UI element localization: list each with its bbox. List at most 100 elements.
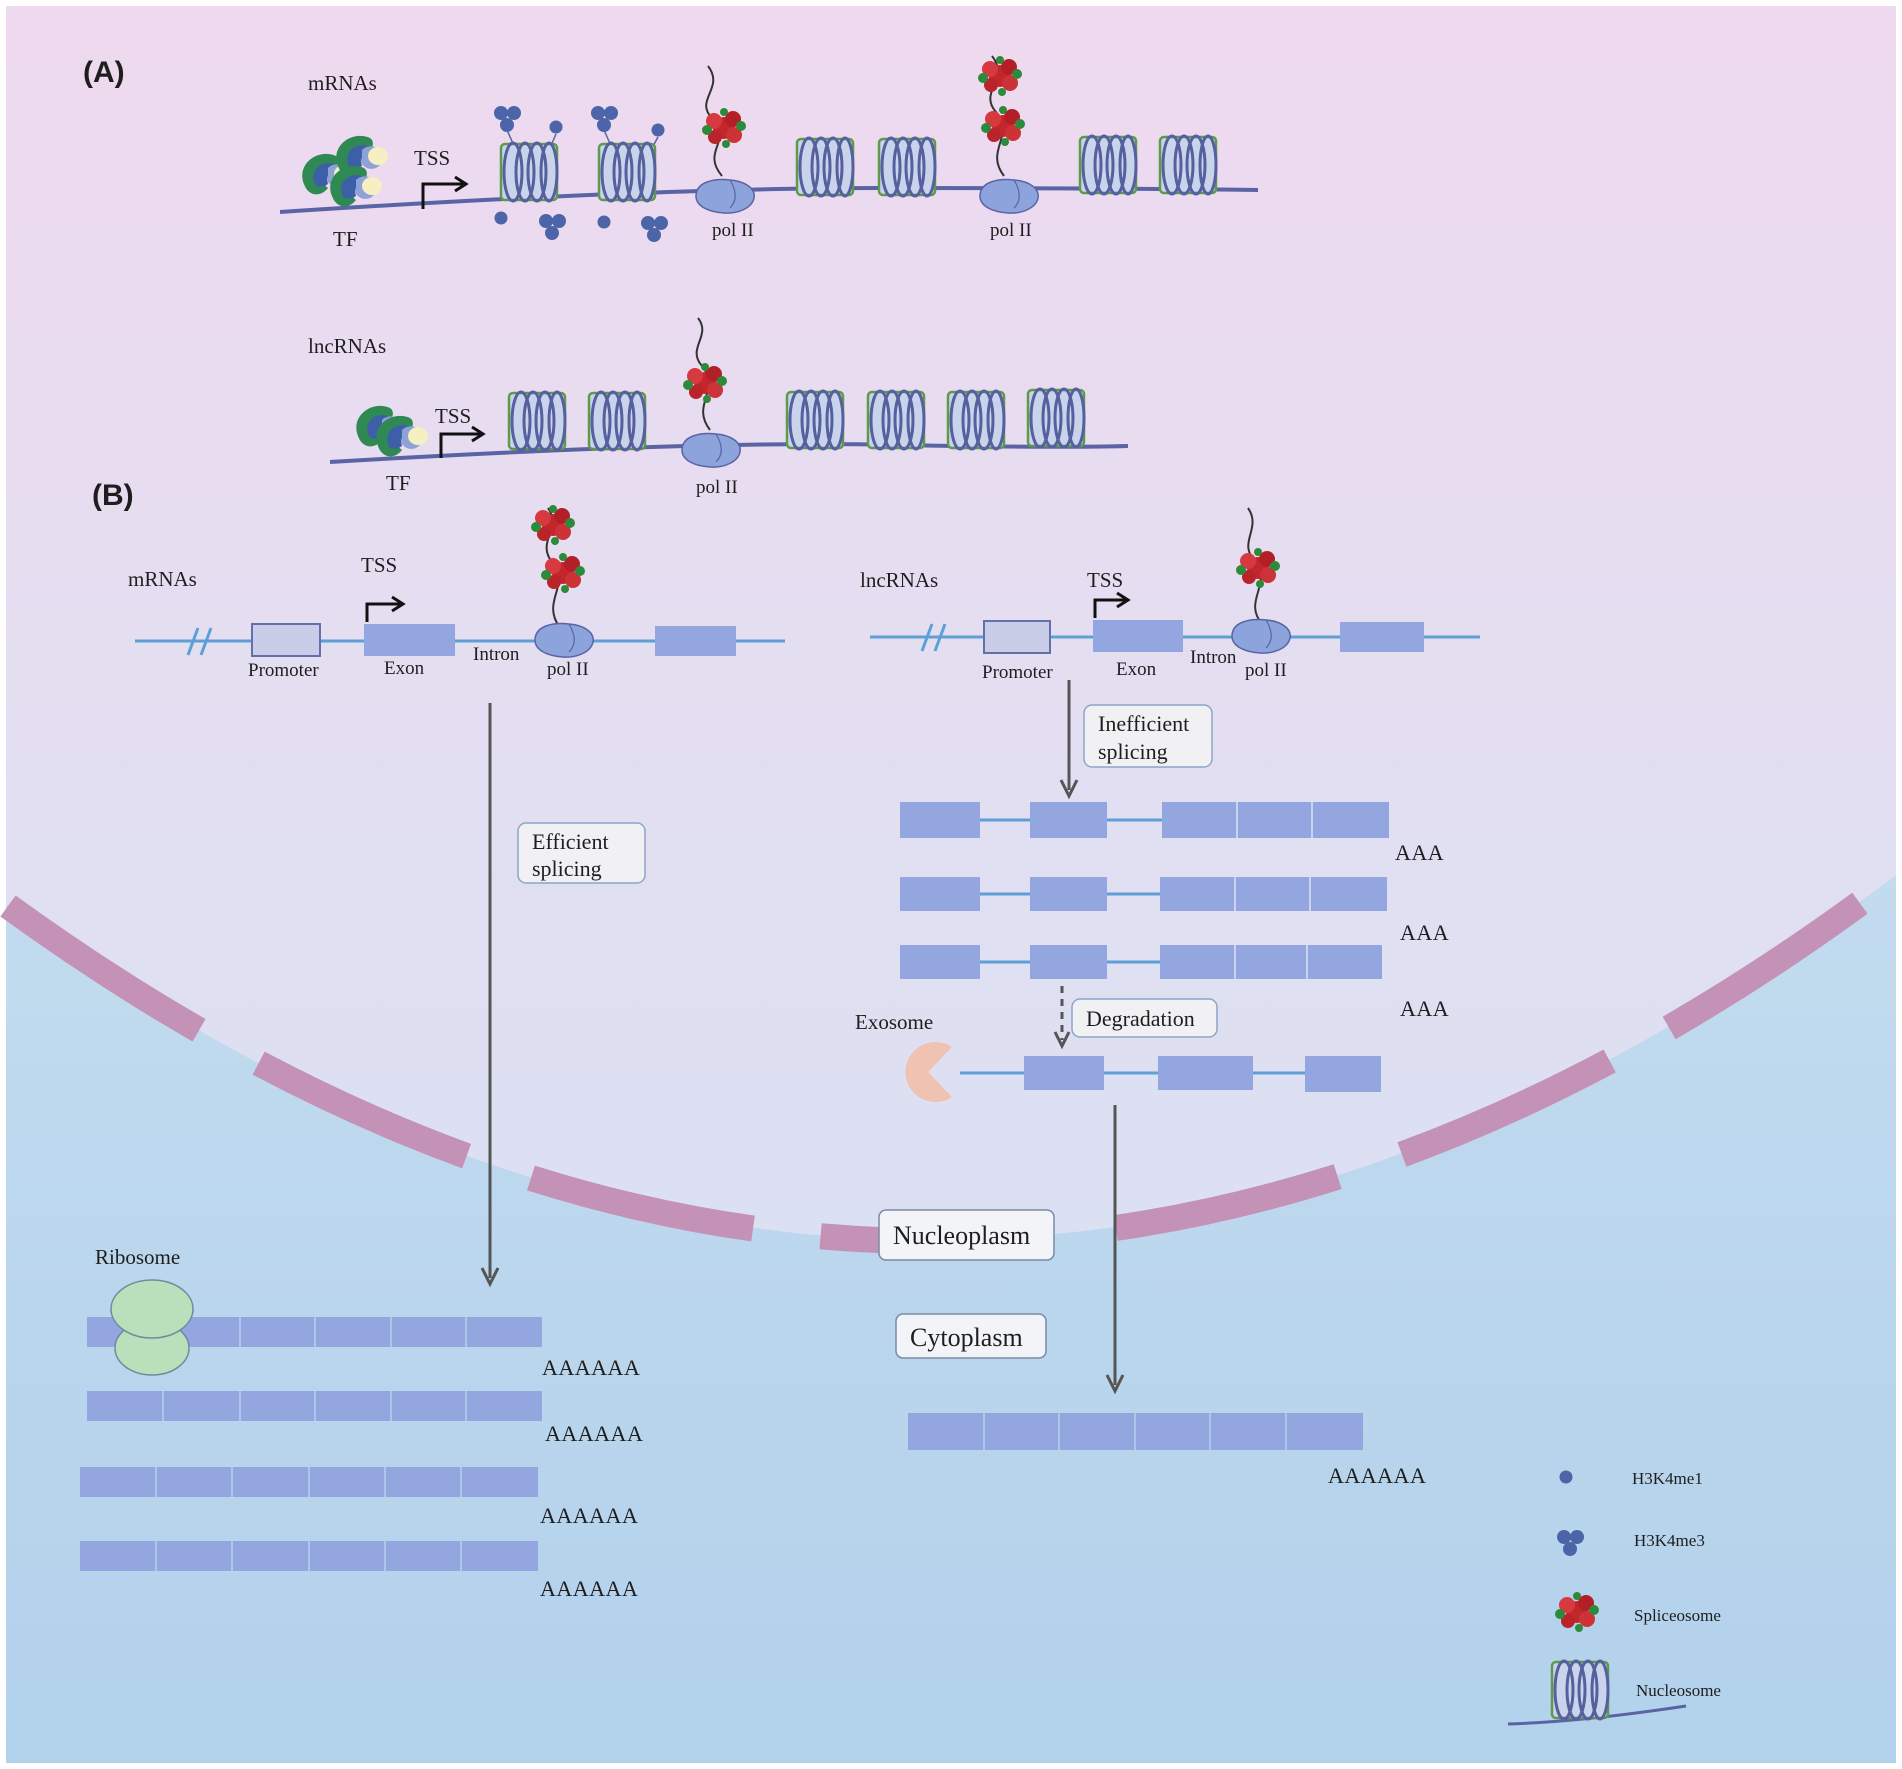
degrading-transcript xyxy=(960,1056,1381,1092)
pol-ii-icon xyxy=(534,622,594,658)
polya-tail-long: AAAAAA xyxy=(1328,1463,1426,1488)
efficient-splicing-box: Efficient splicing xyxy=(517,822,646,884)
efficient-splicing-line1: Efficient xyxy=(532,829,609,854)
tss-arrow-icon xyxy=(365,602,400,622)
inefficient-splicing-box: Inefficient splicing xyxy=(1083,704,1213,768)
tss-arrowhead-icon xyxy=(391,595,406,613)
nucleosome-icon xyxy=(597,141,657,203)
intron-label: Intron xyxy=(473,644,520,665)
h3k4me1-mark xyxy=(651,123,665,137)
tss-arrow-icon xyxy=(1093,598,1125,618)
inefficient-splicing-line2: splicing xyxy=(1098,739,1168,764)
ribosome-label: Ribosome xyxy=(95,1245,180,1269)
legend-nucleosome: Nucleosome xyxy=(1636,1681,1721,1700)
mrna-transcript: AAAAAA xyxy=(80,1541,638,1601)
tss-arrowhead-icon xyxy=(1116,591,1131,609)
nucleosome-icon xyxy=(1026,387,1086,449)
break-mark-icon xyxy=(186,627,200,656)
polya-tail-long: AAAAAA xyxy=(542,1355,640,1380)
tss-label: TSS xyxy=(1087,568,1123,592)
panel-a-mrna: mRNAs TF TSS xyxy=(279,55,1259,251)
nucleoplasm-box: Nucleoplasm xyxy=(878,1209,1055,1261)
arrowhead-icon xyxy=(1053,1031,1071,1050)
exon-box xyxy=(364,624,455,656)
polya-tail-long: AAAAAA xyxy=(540,1576,638,1601)
panel-b-lncrna-gene: lncRNAs Promoter Exon TSS Intron pol II xyxy=(860,507,1480,683)
nucleosome-legend-icon xyxy=(1550,1659,1610,1721)
exosome-icon xyxy=(905,1042,952,1103)
exosome-label: Exosome xyxy=(855,1010,933,1034)
legend-h3k4me1: H3K4me1 xyxy=(1632,1469,1703,1488)
tss-arrow-icon xyxy=(439,432,480,458)
tss-label: TSS xyxy=(414,146,450,170)
efficient-splicing-line2: splicing xyxy=(532,856,602,881)
break-mark-icon xyxy=(199,627,213,656)
degradation-box: Degradation xyxy=(1071,998,1218,1038)
panel-a-mrna-title: mRNAs xyxy=(308,71,377,95)
legend-h3k4me3: H3K4me3 xyxy=(1634,1531,1705,1550)
tss-label: TSS xyxy=(435,404,471,428)
pol-ii-icon xyxy=(1231,618,1291,654)
nucleosome-icon xyxy=(877,136,937,198)
nucleoplasm-label: Nucleoplasm xyxy=(893,1221,1030,1250)
pol-ii-label: pol II xyxy=(1245,660,1287,681)
pol-ii-label: pol II xyxy=(712,220,754,241)
promoter-box xyxy=(251,623,321,657)
panel-b-lncrna-title: lncRNAs xyxy=(860,568,938,592)
h3k4me1-legend-icon xyxy=(1559,1470,1573,1484)
legend-spliceosome: Spliceosome xyxy=(1634,1606,1721,1625)
inefficient-splicing-line1: Inefficient xyxy=(1098,711,1189,736)
exon-box xyxy=(1340,622,1424,652)
intron-retaining-transcript: AAA xyxy=(900,802,1444,865)
nucleosome-icon xyxy=(785,389,845,451)
ribosome-icon xyxy=(110,1279,194,1376)
nucleosome-icon xyxy=(795,136,855,198)
panel-a-lncrna: lncRNAs TF TSS pol II xyxy=(308,317,1129,498)
intron-label: Intron xyxy=(1190,647,1237,668)
nucleosome-icon xyxy=(507,390,567,452)
nucleosome-icon xyxy=(946,389,1006,451)
cytoplasm-label: Cytoplasm xyxy=(910,1323,1023,1352)
polya-tail-long: AAAAAA xyxy=(540,1503,638,1528)
legend: H3K4me1 H3K4me3 Spliceosome Nucleosome xyxy=(1507,1469,1721,1726)
panel-b-mrna-gene: mRNAs Promoter Exon TSS Intron pol II xyxy=(128,505,785,681)
nucleosome-icon xyxy=(587,390,647,452)
h3k4me1-mark xyxy=(549,120,563,134)
panel-a-lncrna-title: lncRNAs xyxy=(308,334,386,358)
pol-ii-label: pol II xyxy=(990,220,1032,241)
mrna-transcript: AAAAAA xyxy=(80,1467,638,1528)
polya-tail-short: AAA xyxy=(1400,920,1449,945)
tss-arrowhead-icon xyxy=(471,425,486,443)
arrowhead-icon xyxy=(1105,1374,1125,1395)
exon-box xyxy=(655,626,736,656)
polya-tail-long: AAAAAA xyxy=(545,1421,643,1446)
tss-arrow-icon xyxy=(421,182,463,209)
nucleosome-icon xyxy=(1078,134,1138,196)
promoter-label: Promoter xyxy=(982,662,1053,683)
arrowhead-icon xyxy=(1059,779,1079,800)
promoter-box xyxy=(983,620,1051,654)
break-mark-icon xyxy=(920,623,934,652)
tf-label: TF xyxy=(386,471,411,495)
panel-label-b: (B) xyxy=(92,479,134,512)
exon-label: Exon xyxy=(384,658,425,679)
pol-ii-label: pol II xyxy=(547,659,589,680)
break-mark-icon xyxy=(933,623,947,652)
panel-label-a: (A) xyxy=(83,56,125,89)
tss-arrowhead-icon xyxy=(454,175,469,193)
degradation-label: Degradation xyxy=(1086,1006,1195,1031)
cytoplasm-box: Cytoplasm xyxy=(895,1313,1047,1359)
exon-label: Exon xyxy=(1116,659,1157,680)
mrna-transcript: AAAAAA xyxy=(87,1391,643,1446)
intron-retaining-transcript: AAA xyxy=(900,877,1449,945)
pol-ii-icon xyxy=(695,178,755,214)
panel-b-mrna-title: mRNAs xyxy=(128,567,197,591)
pol-ii-icon xyxy=(979,178,1039,214)
polya-tail-short: AAA xyxy=(1400,996,1449,1021)
pol-ii-label: pol II xyxy=(696,477,738,498)
polya-tail-short: AAA xyxy=(1395,840,1444,865)
h3k4me1-mark xyxy=(494,211,508,225)
pol-ii-icon xyxy=(681,432,741,468)
tf-label: TF xyxy=(333,227,358,251)
